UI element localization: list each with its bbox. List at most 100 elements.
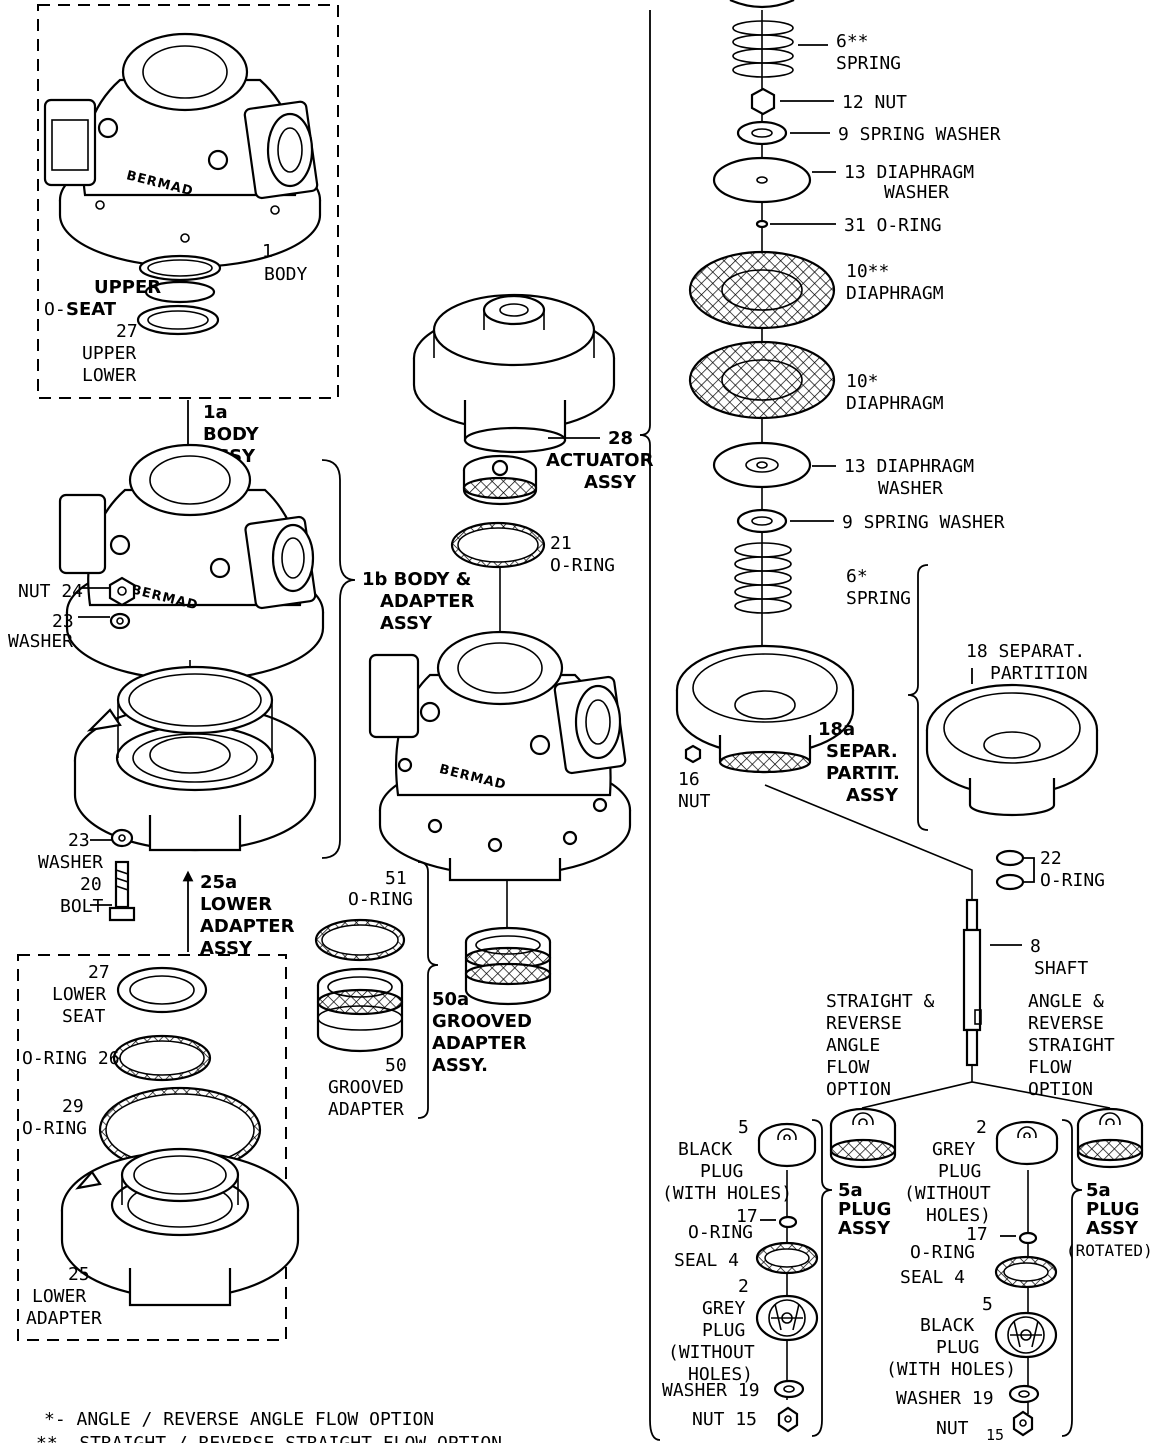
right-o-ring-17-number: 17 [966, 1224, 988, 1245]
spring-6s-number: 6* [846, 566, 868, 587]
right-o-ring-label: O-RING [910, 1242, 975, 1263]
assy-18a-number: 18a [818, 719, 855, 740]
assy-18a-line2: PARTIT. [826, 763, 900, 784]
upper-seat-rings [136, 254, 222, 336]
adapter-in-body-assy [73, 665, 317, 852]
assy-5a-right-number: 5a [1086, 1180, 1111, 1201]
o-ring-22-number: 22 [1040, 848, 1062, 869]
valve-body-top: BERMAD [43, 32, 322, 269]
assy-5a-left-line1: PLUG [838, 1199, 891, 1220]
diaphragm-washer-13a [712, 156, 812, 204]
upper-body-group-box [37, 4, 339, 399]
footnote-angle: *- ANGLE / REVERSE ANGLE FLOW OPTION [44, 1409, 434, 1430]
assy-28-line1: ACTUATOR [546, 450, 654, 471]
bolt-20-and-washer-23 [90, 828, 136, 922]
o-ring-26-label: O-RING 26 [22, 1048, 120, 1069]
left-black-label: BLACK [678, 1139, 732, 1160]
spring-6s-label: SPRING [846, 588, 911, 609]
right-nut-label: NUT [936, 1418, 969, 1439]
part-27-number: 27 [116, 321, 138, 342]
o-ring-22-label: O-RING [1040, 870, 1105, 891]
o-ring-31-label: 31 O-RING [844, 215, 942, 236]
upper-label: UPPER [94, 277, 161, 298]
right-holes-label: HOLES) [926, 1205, 991, 1226]
partition-label: PARTITION [990, 663, 1088, 684]
spring-washer-9b-label: 9 SPRING WASHER [842, 512, 1005, 533]
option-left-line3: ANGLE [826, 1035, 880, 1056]
nut-24-and-washer-23 [78, 576, 136, 630]
lower-label-2: LOWER [82, 365, 136, 386]
assy-50a-line3: ASSY. [432, 1055, 488, 1076]
diaphragm-10ss-label: DIAPHRAGM [846, 283, 944, 304]
option-right-line1: ANGLE & [1028, 991, 1104, 1012]
left-seal-4-label: SEAL 4 [674, 1250, 739, 1271]
right-black-label: BLACK [920, 1315, 974, 1336]
spring-washer-9a-label: 9 SPRING WASHER [838, 124, 1001, 145]
right-with-holes-label: (WITH HOLES) [886, 1359, 1016, 1380]
body-label: BODY [264, 264, 308, 285]
option-right-line2: REVERSE [1028, 1013, 1104, 1034]
diaphragm-washer-13b [712, 441, 812, 489]
right-o-ring-17 [1018, 1231, 1038, 1245]
right-plug2-label: PLUG [936, 1337, 979, 1358]
shaft-number: 8 [1030, 936, 1041, 957]
lower-seat-27 [116, 966, 208, 1014]
o-ring-31 [755, 219, 769, 229]
assy-50a-line1: GROOVED [432, 1011, 532, 1032]
valve-body-middle: BERMAD [58, 443, 325, 682]
left-grey-label: GREY [702, 1298, 746, 1319]
left-washer-19-label: WASHER 19 [662, 1380, 760, 1401]
nut-16-label: NUT [678, 791, 711, 812]
nut-12-label: 12 NUT [842, 92, 907, 113]
washer-label-bottom: WASHER [38, 852, 103, 873]
assy-18a-line3: ASSY [846, 785, 899, 806]
brace-body-adapter-assy [321, 459, 356, 859]
lower-seat-label-2: SEAT [62, 1006, 106, 1027]
grooved-adapter-label: ADAPTER [328, 1099, 404, 1120]
seat-label: SEAT [66, 299, 117, 320]
option-right-line5: OPTION [1028, 1079, 1093, 1100]
diaphragm-10ss-number: 10** [846, 261, 889, 282]
assy-28-line2: ASSY [584, 472, 637, 493]
spring-6ss [732, 20, 794, 78]
assy-1b-line1: 1b BODY & [362, 569, 471, 590]
o-ring-21-label: O-RING [550, 555, 615, 576]
right-grey-plug-number: 2 [976, 1117, 987, 1138]
assy-5a-right-line2: ASSY [1086, 1218, 1139, 1239]
assy-25a-number: 25a [200, 872, 237, 893]
left-grey-plug-number: 2 [738, 1276, 749, 1297]
o-ring-21-number: 21 [550, 533, 572, 554]
right-nut-15-number: 15 [986, 1426, 1004, 1443]
washer-23-number-top: 23 [52, 611, 74, 632]
left-plug2-label: PLUG [702, 1320, 745, 1341]
shaft-8 [962, 898, 982, 1067]
assy-5a-right-line3: (ROTATED) [1066, 1241, 1153, 1260]
left-plug-label: PLUG [700, 1161, 743, 1182]
option-left-line4: FLOW [826, 1057, 870, 1078]
separation-partition-label: 18 SEPARAT. [966, 641, 1085, 662]
left-black-plug-number: 5 [738, 1117, 749, 1138]
right-nut-15 [1012, 1410, 1034, 1437]
black-plug-5-right [994, 1311, 1058, 1359]
spring-6ss-label: SPRING [836, 53, 901, 74]
diaphragm-10s-number: 10* [846, 371, 879, 392]
grooved-label: GROOVED [328, 1077, 404, 1098]
right-grey-label: GREY [932, 1139, 976, 1160]
washer-23-number-bottom: 23 [68, 830, 90, 851]
right-without-label: (WITHOUT [904, 1183, 991, 1204]
grooved-adapter-50 [314, 918, 406, 1053]
o-ring-51-label: O-RING [348, 889, 413, 910]
option-left-line5: OPTION [826, 1079, 891, 1100]
assy-25a-line3: ASSY [200, 938, 253, 959]
o-ring-29-number: 29 [62, 1096, 84, 1117]
option-left-line2: REVERSE [826, 1013, 902, 1034]
o-ring-51-number: 51 [385, 868, 407, 889]
assy-1b-line3: ASSY [380, 613, 433, 634]
o-rings-22 [995, 849, 1025, 891]
assy-5a-right-line1: PLUG [1086, 1199, 1139, 1220]
assy-5a-left-number: 5a [838, 1180, 863, 1201]
spring-6s [734, 542, 792, 614]
bolt-20-number: 20 [80, 874, 102, 895]
assy-1b-line2: ADAPTER [380, 591, 475, 612]
